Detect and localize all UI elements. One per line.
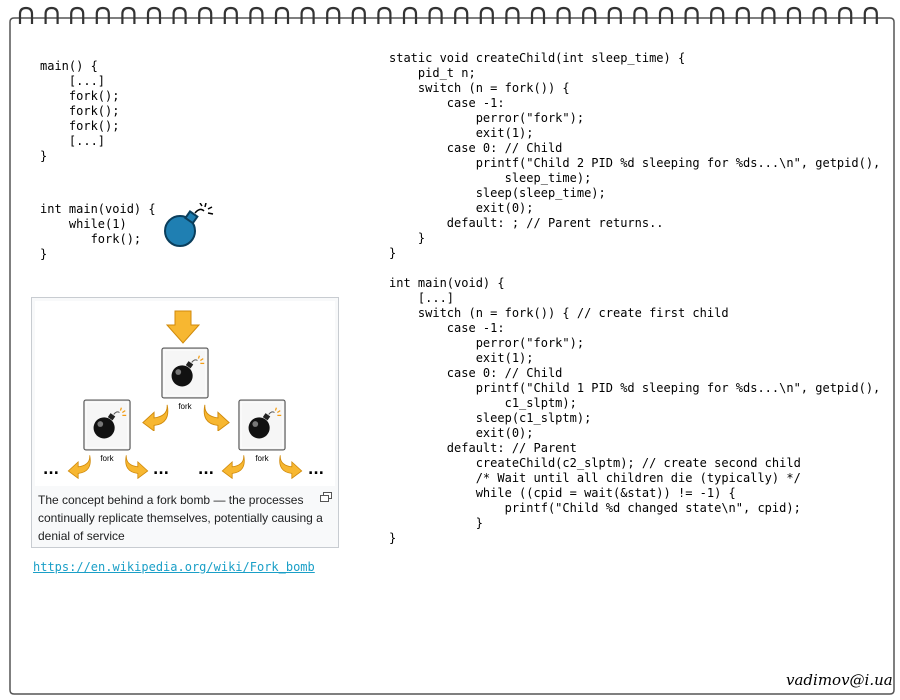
spiral-ring bbox=[735, 6, 750, 24]
spiral-ring bbox=[146, 6, 162, 24]
spiral-ring bbox=[684, 6, 699, 24]
spiral-ring bbox=[838, 6, 853, 24]
child-process-bomb-left bbox=[83, 399, 131, 451]
spiral-ring bbox=[658, 6, 674, 24]
fork-label-right: fork bbox=[255, 454, 269, 463]
spiral-ring bbox=[198, 6, 213, 24]
spiral-ring bbox=[172, 6, 187, 24]
spiral-ring bbox=[249, 6, 264, 24]
parent-process-bomb bbox=[161, 347, 209, 399]
ellipsis-center-left: ... bbox=[153, 462, 169, 478]
fork-arrow-icon bbox=[125, 454, 149, 479]
spiral-ring bbox=[44, 6, 59, 24]
spiral-ring bbox=[95, 6, 110, 24]
bomb-icon bbox=[164, 203, 214, 247]
spiral-ring bbox=[454, 6, 469, 24]
spiral-ring bbox=[274, 6, 290, 24]
fork-bomb-diagram[interactable]: fork fork fork ... ... ... ... bbox=[35, 301, 335, 486]
figure-caption: The concept behind a fork bomb — the pro… bbox=[38, 493, 323, 543]
spiral-ring bbox=[18, 6, 34, 24]
spiral-ring bbox=[351, 6, 366, 24]
fork-arrow-icon bbox=[279, 454, 303, 479]
spiral-ring bbox=[556, 6, 571, 24]
spiral-ring bbox=[300, 6, 315, 24]
spiral-ring bbox=[70, 6, 85, 24]
spiral-ring bbox=[223, 6, 238, 24]
ellipsis-center-right: ... bbox=[198, 462, 214, 478]
fork-arrow-icon bbox=[67, 454, 91, 479]
spiral-ring bbox=[761, 6, 776, 24]
spiral-ring bbox=[377, 6, 392, 24]
spiral-ring bbox=[479, 6, 494, 24]
fork-arrow-icon bbox=[221, 454, 245, 479]
spiral-ring bbox=[582, 6, 597, 24]
spiral-ring bbox=[530, 6, 546, 24]
code-fork-calls: main() { [...] fork(); fork(); fork(); [… bbox=[40, 59, 120, 163]
fork-label-left: fork bbox=[100, 454, 114, 463]
spiral-rings bbox=[18, 6, 878, 24]
ellipsis-left: ... bbox=[43, 462, 59, 478]
spiral-ring bbox=[402, 6, 418, 24]
spiral-ring bbox=[710, 6, 725, 24]
spiral-ring bbox=[633, 6, 648, 24]
left-fork-arrow-icon bbox=[142, 404, 169, 431]
spiral-ring bbox=[121, 6, 136, 24]
enlarge-icon[interactable] bbox=[320, 492, 332, 502]
spiral-ring bbox=[863, 6, 878, 24]
child-process-bomb-right bbox=[238, 399, 286, 451]
down-arrow-icon bbox=[165, 310, 201, 344]
ellipsis-right: ... bbox=[308, 462, 324, 478]
fork-bomb-figure: fork fork fork ... ... ... ... The bbox=[31, 297, 339, 548]
spiral-ring bbox=[607, 6, 622, 24]
spiral-ring bbox=[326, 6, 341, 24]
wikipedia-link[interactable]: https://en.wikipedia.org/wiki/Fork_bomb bbox=[33, 560, 315, 574]
code-create-child: static void createChild(int sleep_time) … bbox=[389, 51, 881, 545]
code-while-fork: int main(void) { while(1) fork(); } bbox=[40, 202, 156, 261]
fork-label-top: fork bbox=[178, 402, 192, 411]
author-signature: vadimov@i.ua bbox=[786, 671, 893, 689]
spiral-ring bbox=[428, 6, 443, 24]
spiral-ring bbox=[812, 6, 827, 24]
spiral-ring bbox=[505, 6, 520, 24]
right-fork-arrow-icon bbox=[203, 404, 230, 431]
spiral-ring bbox=[786, 6, 802, 24]
